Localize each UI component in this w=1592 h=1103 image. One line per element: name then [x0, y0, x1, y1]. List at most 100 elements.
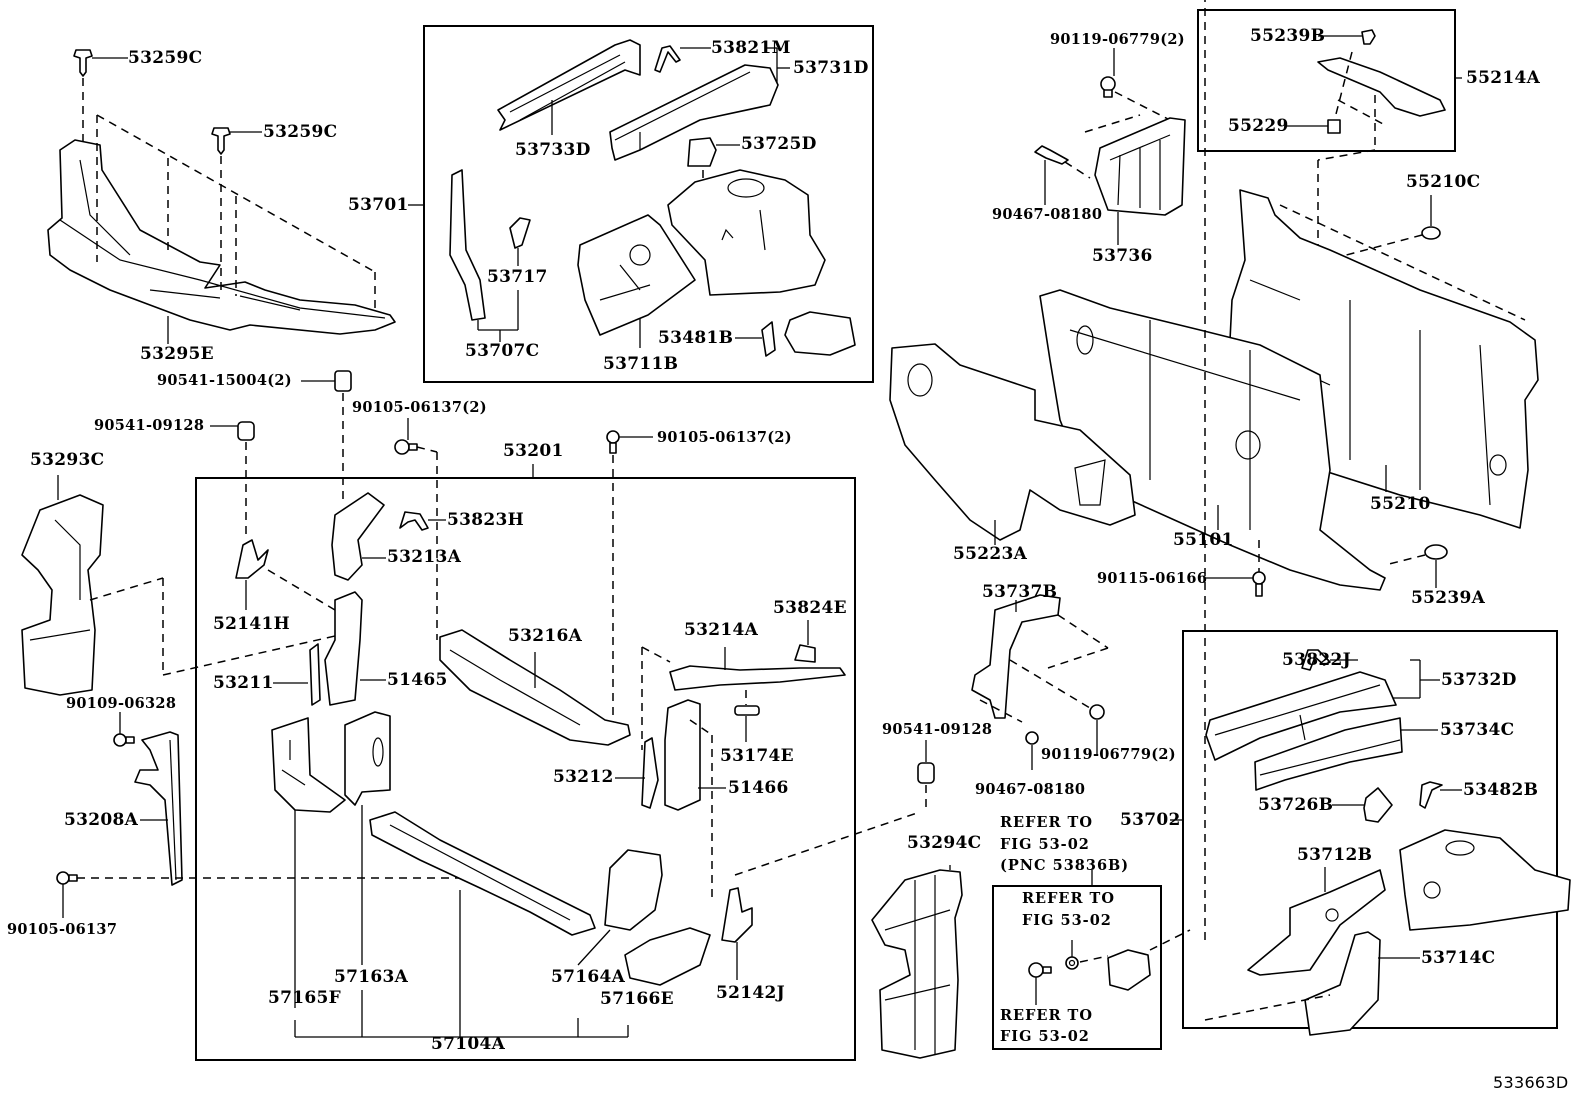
label-52141H[interactable]: 52141H [213, 614, 291, 634]
bolt-90105-06137-left[interactable] [56, 871, 78, 885]
label-55229[interactable]: 55229 [1228, 116, 1289, 136]
part-53208A[interactable] [134, 731, 183, 886]
part-51466[interactable] [664, 699, 701, 811]
label-53216A[interactable]: 53216A [508, 626, 583, 646]
label-53732D[interactable]: 53732D [1441, 670, 1517, 690]
label-90105-06137-a[interactable]: 90105-06137(2) [352, 399, 487, 416]
part-53822J[interactable] [1301, 649, 1331, 671]
label-53711B[interactable]: 53711B [603, 354, 679, 374]
label-53295E[interactable]: 53295E [140, 344, 214, 364]
label-55214A[interactable]: 55214A [1466, 68, 1541, 88]
label-53733D[interactable]: 53733D [515, 140, 591, 160]
part-53734C[interactable] [1254, 717, 1403, 791]
label-53736[interactable]: 53736 [1092, 246, 1153, 266]
label-57104A[interactable]: 57104A [431, 1034, 506, 1054]
label-90541-09128-b[interactable]: 90541-09128 [882, 721, 993, 738]
label-53717[interactable]: 53717 [487, 267, 548, 287]
label-90541-15004[interactable]: 90541-15004(2) [157, 372, 292, 389]
bolt-90119-06779-a[interactable] [1100, 76, 1116, 98]
part-52141H[interactable] [235, 539, 269, 579]
part-53213A[interactable] [331, 492, 385, 581]
label-57166E[interactable]: 57166E [600, 989, 674, 1009]
label-53714C[interactable]: 53714C [1421, 948, 1496, 968]
part-53481B[interactable] [761, 311, 856, 357]
bolt-90105-06137-a[interactable] [394, 439, 418, 455]
label-51466[interactable]: 51466 [728, 778, 789, 798]
part-apron-lower-right[interactable] [1399, 829, 1571, 931]
label-55101[interactable]: 55101 [1173, 530, 1234, 550]
label-53726B[interactable]: 53726B [1258, 795, 1334, 815]
label-53712B[interactable]: 53712B [1297, 845, 1373, 865]
part-53295E-cover[interactable] [47, 139, 396, 335]
clip-53259C-b[interactable] [211, 127, 231, 155]
label-90467-08180-b[interactable]: 90467-08180 [975, 781, 1086, 798]
part-53707C[interactable] [449, 169, 486, 321]
label-53259C-b[interactable]: 53259C [263, 122, 338, 142]
nut-90541-09128-a[interactable] [237, 421, 255, 441]
part-53725D[interactable] [687, 137, 717, 167]
label-53293C[interactable]: 53293C [30, 450, 105, 470]
clip-55239A[interactable] [1424, 544, 1448, 560]
label-55223A[interactable]: 55223A [953, 544, 1028, 564]
label-53731D[interactable]: 53731D [793, 58, 869, 78]
part-53823H[interactable] [399, 511, 429, 531]
label-55239A[interactable]: 55239A [1411, 588, 1486, 608]
bolt-90115-06166[interactable] [1252, 571, 1266, 597]
part-53711B[interactable] [577, 214, 696, 336]
part-53294C[interactable] [871, 869, 963, 1059]
label-53174E[interactable]: 53174E [720, 746, 794, 766]
part-57165F[interactable] [271, 717, 346, 813]
label-53481B[interactable]: 53481B [658, 328, 734, 348]
bolt-90467-08180-b[interactable] [1025, 731, 1039, 745]
part-53717[interactable] [509, 217, 531, 249]
label-53212[interactable]: 53212 [553, 767, 614, 787]
part-53733D[interactable] [497, 39, 641, 131]
part-53732D[interactable] [1205, 671, 1397, 761]
part-57104A[interactable] [369, 811, 596, 936]
part-apron-upper[interactable] [667, 169, 826, 296]
part-57164A[interactable] [604, 849, 663, 931]
label-90119-06779-b[interactable]: 90119-06779(2) [1041, 746, 1176, 763]
part-53726B[interactable] [1363, 787, 1393, 823]
label-90105-06137-b[interactable]: 90105-06137(2) [657, 429, 792, 446]
label-53294C[interactable]: 53294C [907, 833, 982, 853]
label-57165F[interactable]: 57165F [268, 988, 342, 1008]
nut-90541-15004[interactable] [334, 370, 352, 392]
bolt-90109-06328[interactable] [113, 733, 135, 747]
label-55239B[interactable]: 55239B [1250, 26, 1326, 46]
part-55223A[interactable] [889, 343, 1136, 541]
label-90115-06166[interactable]: 90115-06166 [1097, 570, 1208, 587]
label-53821M[interactable]: 53821M [711, 38, 791, 58]
label-57163A[interactable]: 57163A [334, 967, 409, 987]
part-53712B[interactable] [1247, 869, 1386, 976]
label-53208A[interactable]: 53208A [64, 810, 139, 830]
part-51465[interactable] [324, 591, 363, 706]
label-90105-06137-c[interactable]: 90105-06137 [7, 921, 118, 938]
label-90109-06328[interactable]: 90109-06328 [66, 695, 177, 712]
label-57164A[interactable]: 57164A [551, 967, 626, 987]
label-53734C[interactable]: 53734C [1440, 720, 1515, 740]
bolt-90467-08180-a[interactable] [1034, 145, 1069, 165]
clip-55210C[interactable] [1421, 226, 1441, 240]
label-53737B[interactable]: 53737B [982, 582, 1058, 602]
label-53824E[interactable]: 53824E [773, 598, 847, 618]
label-53201[interactable]: 53201 [503, 441, 564, 461]
bolt-90119-06779-b[interactable] [1089, 704, 1105, 720]
label-52142J[interactable]: 52142J [716, 983, 785, 1003]
nut-90541-09128-b[interactable] [917, 762, 935, 784]
part-53214A[interactable] [669, 644, 846, 691]
label-90541-09128-a[interactable]: 90541-09128 [94, 417, 205, 434]
part-53293C[interactable] [21, 494, 104, 696]
label-90467-08180-a[interactable]: 90467-08180 [992, 206, 1103, 223]
part-53212[interactable] [641, 737, 659, 809]
label-51465[interactable]: 51465 [387, 670, 448, 690]
label-53259C-a[interactable]: 53259C [128, 48, 203, 68]
part-53714C[interactable] [1304, 931, 1381, 1036]
part-53731D[interactable] [609, 64, 779, 161]
label-90119-06779-a[interactable]: 90119-06779(2) [1050, 31, 1185, 48]
label-55210[interactable]: 55210 [1370, 494, 1431, 514]
part-53737B[interactable] [971, 594, 1061, 719]
part-57163A[interactable] [344, 711, 391, 806]
part-52142J[interactable] [721, 887, 753, 943]
clip-53259C-a[interactable] [73, 49, 93, 77]
